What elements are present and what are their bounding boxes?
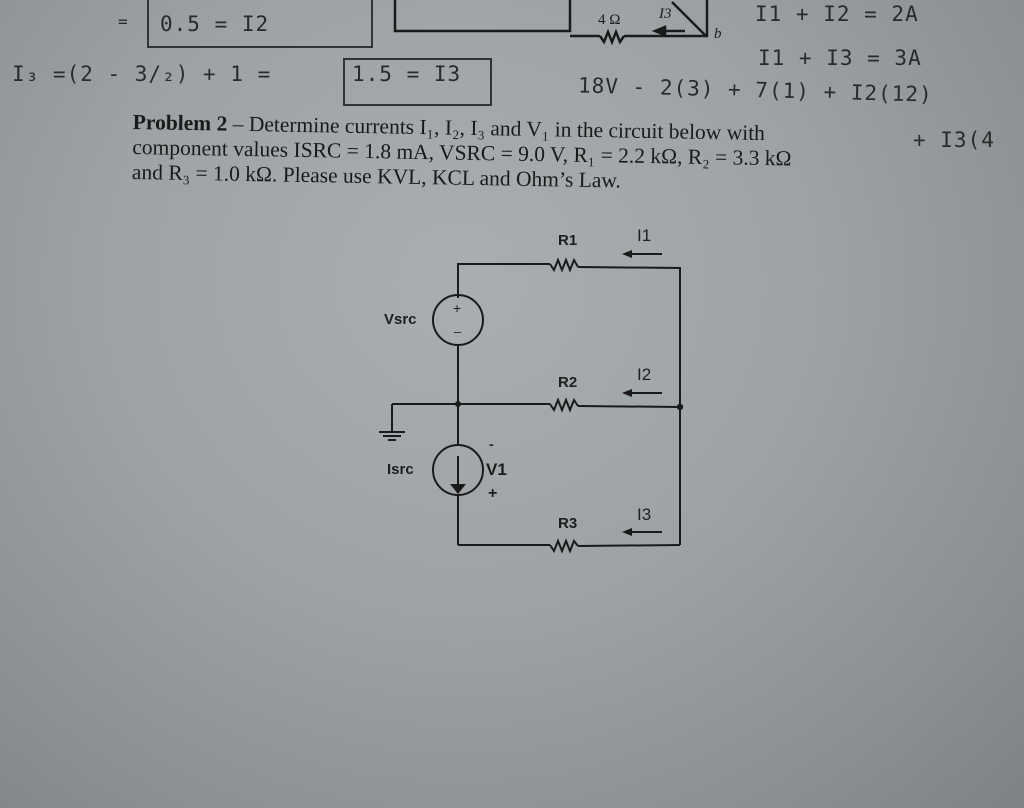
hw-eq-4: + I3(4 (913, 128, 995, 152)
r1-label: R1 (558, 232, 578, 249)
vsrc-minus-sign: – (454, 324, 462, 339)
vsrc-label: Vsrc (384, 311, 417, 328)
hw-equals-sign: = (118, 12, 129, 31)
hw-boxed-answer-i2: 0.5 = I2 (160, 12, 270, 36)
r2-label: R2 (558, 374, 578, 391)
v1-label: V1 (486, 460, 507, 479)
hw-eq-1: I1 + I2 = 2A (755, 2, 919, 26)
i1-label: I1 (637, 226, 652, 245)
r3-label: R3 (558, 515, 578, 532)
i3-label: I3 (637, 505, 652, 524)
prev-node-label: b (714, 26, 722, 42)
isrc-label: Isrc (387, 461, 414, 478)
v1-plus-sign: + (488, 485, 498, 502)
prev-current-label: I3 (659, 6, 672, 22)
hw-i3-expression: I₃ =(2 - 3/₂) + 1 = (12, 62, 272, 86)
hw-eq-2: I1 + I3 = 3A (758, 46, 922, 70)
answer-box-i2 (147, 0, 373, 48)
prev-resistor-label: 4 Ω (598, 12, 621, 28)
hw-boxed-answer-i3: 1.5 = I3 (352, 62, 462, 86)
i2-label: I2 (637, 365, 652, 384)
v1-minus-sign: - (489, 436, 494, 452)
vsrc-plus-sign: + (453, 300, 462, 316)
answer-box-i3 (343, 58, 492, 106)
